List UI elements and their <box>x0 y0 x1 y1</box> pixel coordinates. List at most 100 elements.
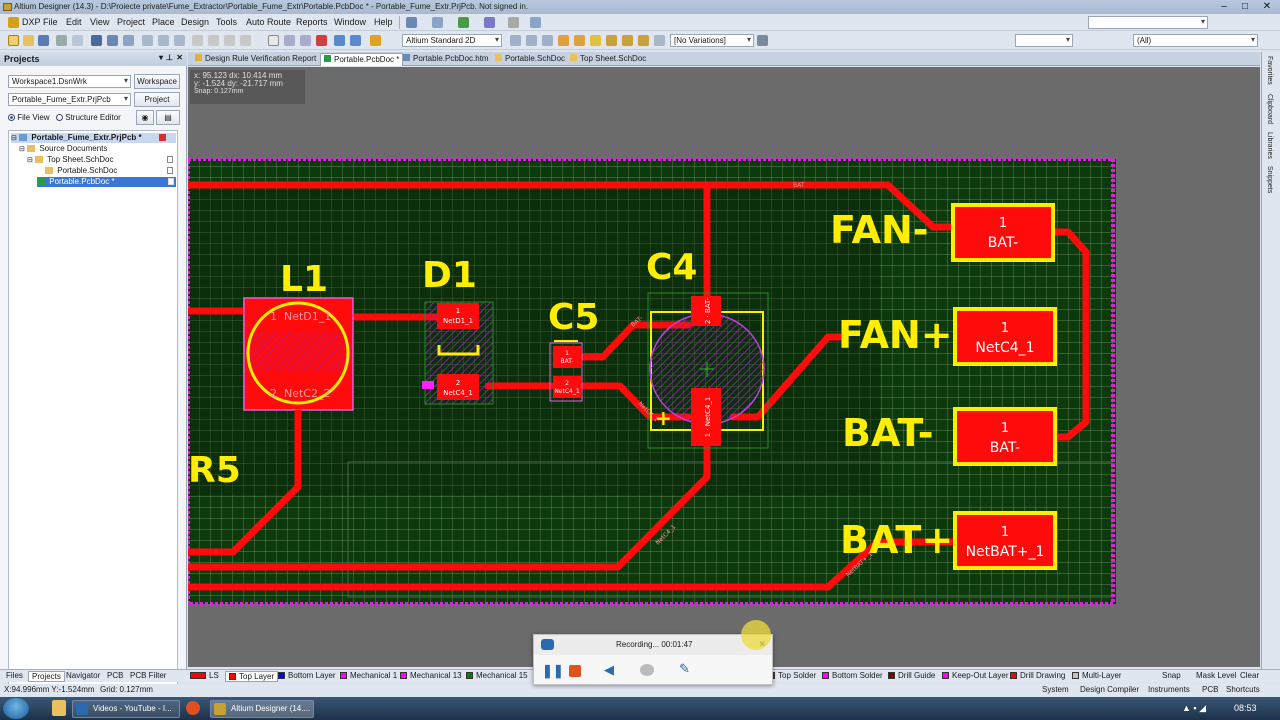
bottom-tab-projects[interactable]: Projects <box>28 671 65 682</box>
place-track-icon[interactable] <box>542 35 553 46</box>
zoom-selected-icon[interactable] <box>174 35 185 46</box>
status-system[interactable]: System <box>1042 685 1069 694</box>
menu-place[interactable]: Place <box>152 17 175 27</box>
3d-icon[interactable] <box>91 35 102 46</box>
panel-menu-icon[interactable]: ▾ <box>158 53 163 62</box>
status-design-compiler[interactable]: Design Compiler <box>1080 685 1140 694</box>
bottom-tab-pcb[interactable]: PCB <box>107 671 124 680</box>
redo-icon[interactable] <box>350 35 361 46</box>
explorer-icon[interactable] <box>52 700 66 716</box>
menu-reports[interactable]: Reports <box>296 17 328 27</box>
new-file-icon[interactable] <box>8 35 19 46</box>
snap-button[interactable]: Snap <box>1162 671 1181 680</box>
paste-icon[interactable] <box>224 35 235 46</box>
project-field[interactable]: Portable_Fume_Extr.PrjPcb <box>8 93 131 106</box>
taskbar-altium[interactable]: Altium Designer (14.... <box>210 700 314 718</box>
panel-close-icon[interactable]: ✕ <box>176 53 183 62</box>
status-shortcuts[interactable]: Shortcuts <box>1226 685 1260 694</box>
zoom-in-icon[interactable] <box>142 35 153 46</box>
move-icon[interactable] <box>284 35 295 46</box>
libraries-tab[interactable]: Libraries <box>1266 132 1273 159</box>
project-button[interactable]: Project <box>134 92 180 107</box>
clock[interactable]: 08:53 <box>1234 703 1257 713</box>
zoom-out-icon[interactable] <box>158 35 169 46</box>
grid-icon[interactable] <box>484 17 495 28</box>
layer-multi[interactable]: Multi-Layer <box>1072 671 1122 682</box>
menu-window[interactable]: Window <box>334 17 367 27</box>
align-icon[interactable] <box>458 17 469 28</box>
bottom-tab-pcb-filter[interactable]: PCB Filter <box>130 671 167 680</box>
layer-mech15[interactable]: Mechanical 15 <box>466 671 528 682</box>
clear-button[interactable]: Clear <box>1240 671 1260 680</box>
options-icon[interactable]: ▤ <box>156 110 180 125</box>
pause-icon[interactable]: ❚❚ <box>542 663 564 678</box>
open-folder-icon[interactable] <box>23 35 34 46</box>
preview-icon[interactable] <box>72 35 83 46</box>
undo-icon[interactable] <box>334 35 345 46</box>
place-pad-icon[interactable] <box>558 35 569 46</box>
zoom-area-icon[interactable] <box>123 35 134 46</box>
copy-icon[interactable] <box>208 35 219 46</box>
place-component-icon[interactable] <box>654 35 665 46</box>
pcb-drawing[interactable]: L1 D1 C5 C4 R5 FAN- FAN+ BAT- BAT+ 1 BAT… <box>188 67 1260 667</box>
mute-icon[interactable]: ◀ <box>604 662 614 677</box>
place-fill-icon[interactable] <box>606 35 617 46</box>
menu-view[interactable]: View <box>90 17 110 27</box>
layer-drill-guide[interactable]: Drill Guide <box>888 671 935 682</box>
pcb-canvas[interactable]: L1 D1 C5 C4 R5 FAN- FAN+ BAT- BAT+ 1 BAT… <box>188 67 1260 667</box>
tree-node-source-docs[interactable]: ⊟ Source Documents <box>19 144 107 154</box>
tree-node-portable-pcb[interactable]: Portable.PcbDoc * <box>37 177 176 187</box>
rubber-stamp-icon[interactable] <box>240 35 251 46</box>
refresh-icon[interactable]: ◉ <box>136 110 154 125</box>
deselect-icon[interactable] <box>316 35 327 46</box>
print-icon[interactable] <box>56 35 67 46</box>
tree-node-project[interactable]: ⊟ Portable_Fume_Extr.PrjPcb * <box>11 133 176 143</box>
layer-filter-combo[interactable] <box>1015 34 1073 47</box>
tray-icons[interactable]: ▲ ▪ ◢ <box>1182 703 1207 713</box>
recorder-app-icon[interactable] <box>186 701 200 715</box>
bottom-tab-files[interactable]: Files <box>6 671 23 680</box>
view-mode-combo[interactable]: Altium Standard 2D <box>402 34 502 47</box>
menu-file[interactable]: File <box>43 17 58 27</box>
menu-edit[interactable]: Edit <box>66 17 82 27</box>
status-instruments[interactable]: Instruments <box>1148 685 1190 694</box>
close-button[interactable]: ✕ <box>1262 1 1272 12</box>
pin-icon[interactable]: ⊥ <box>166 53 173 62</box>
tab-pcbdoc-htm[interactable]: Portable.PcbDoc.htm <box>400 53 492 66</box>
highlight-icon[interactable] <box>370 35 381 46</box>
menu-design[interactable]: Design <box>181 17 210 27</box>
menu-project[interactable]: Project <box>117 17 146 27</box>
layer-bottom-solder[interactable]: Bottom Solder <box>822 671 883 682</box>
cut-icon[interactable] <box>192 35 203 46</box>
variant-manager-icon[interactable] <box>757 35 768 46</box>
webcam-icon[interactable] <box>640 664 654 676</box>
pen-icon[interactable]: ✎ <box>679 661 690 676</box>
place-polygon-icon[interactable] <box>622 35 633 46</box>
zoom-fit-icon[interactable] <box>107 35 118 46</box>
mask-level-button[interactable]: Mask Level <box>1196 671 1237 680</box>
workspace-button[interactable]: Workspace <box>134 74 180 89</box>
save-icon[interactable] <box>38 35 49 46</box>
tab-top-sheet[interactable]: Top Sheet.SchDoc <box>567 53 649 66</box>
layer-mech1[interactable]: Mechanical 1 <box>340 671 397 682</box>
select-rect-icon[interactable] <box>268 35 279 46</box>
layer-ls[interactable]: LS <box>190 671 219 682</box>
tree-node-portable-sch[interactable]: Portable.SchDoc <box>45 166 175 176</box>
all-filter-combo[interactable]: (All) <box>1133 34 1258 47</box>
taskbar-youtube[interactable]: Videos - YouTube - I... <box>72 700 180 718</box>
search-combo[interactable] <box>1088 16 1208 29</box>
layer-top[interactable]: Top Layer <box>225 671 279 682</box>
tab-drc-report[interactable]: Design Rule Verification Report <box>192 53 319 66</box>
tree-node-top-sheet[interactable]: ⊟ Top Sheet.SchDoc <box>27 155 175 165</box>
clipboard-tab[interactable]: Clipboard <box>1266 94 1273 124</box>
favorites-tab[interactable]: Favorites <box>1266 56 1273 85</box>
menu-dxp[interactable]: DXP <box>22 17 41 27</box>
status-pcb[interactable]: PCB <box>1202 685 1219 694</box>
diff-pair-icon[interactable] <box>526 35 537 46</box>
chart-icon[interactable] <box>406 17 417 28</box>
select-overlap-icon[interactable] <box>300 35 311 46</box>
arrange-icon[interactable] <box>432 17 443 28</box>
menu-tools[interactable]: Tools <box>216 17 238 27</box>
snippets-tab[interactable]: Snippets <box>1266 166 1273 194</box>
menu-auto-route[interactable]: Auto Route <box>246 17 292 27</box>
